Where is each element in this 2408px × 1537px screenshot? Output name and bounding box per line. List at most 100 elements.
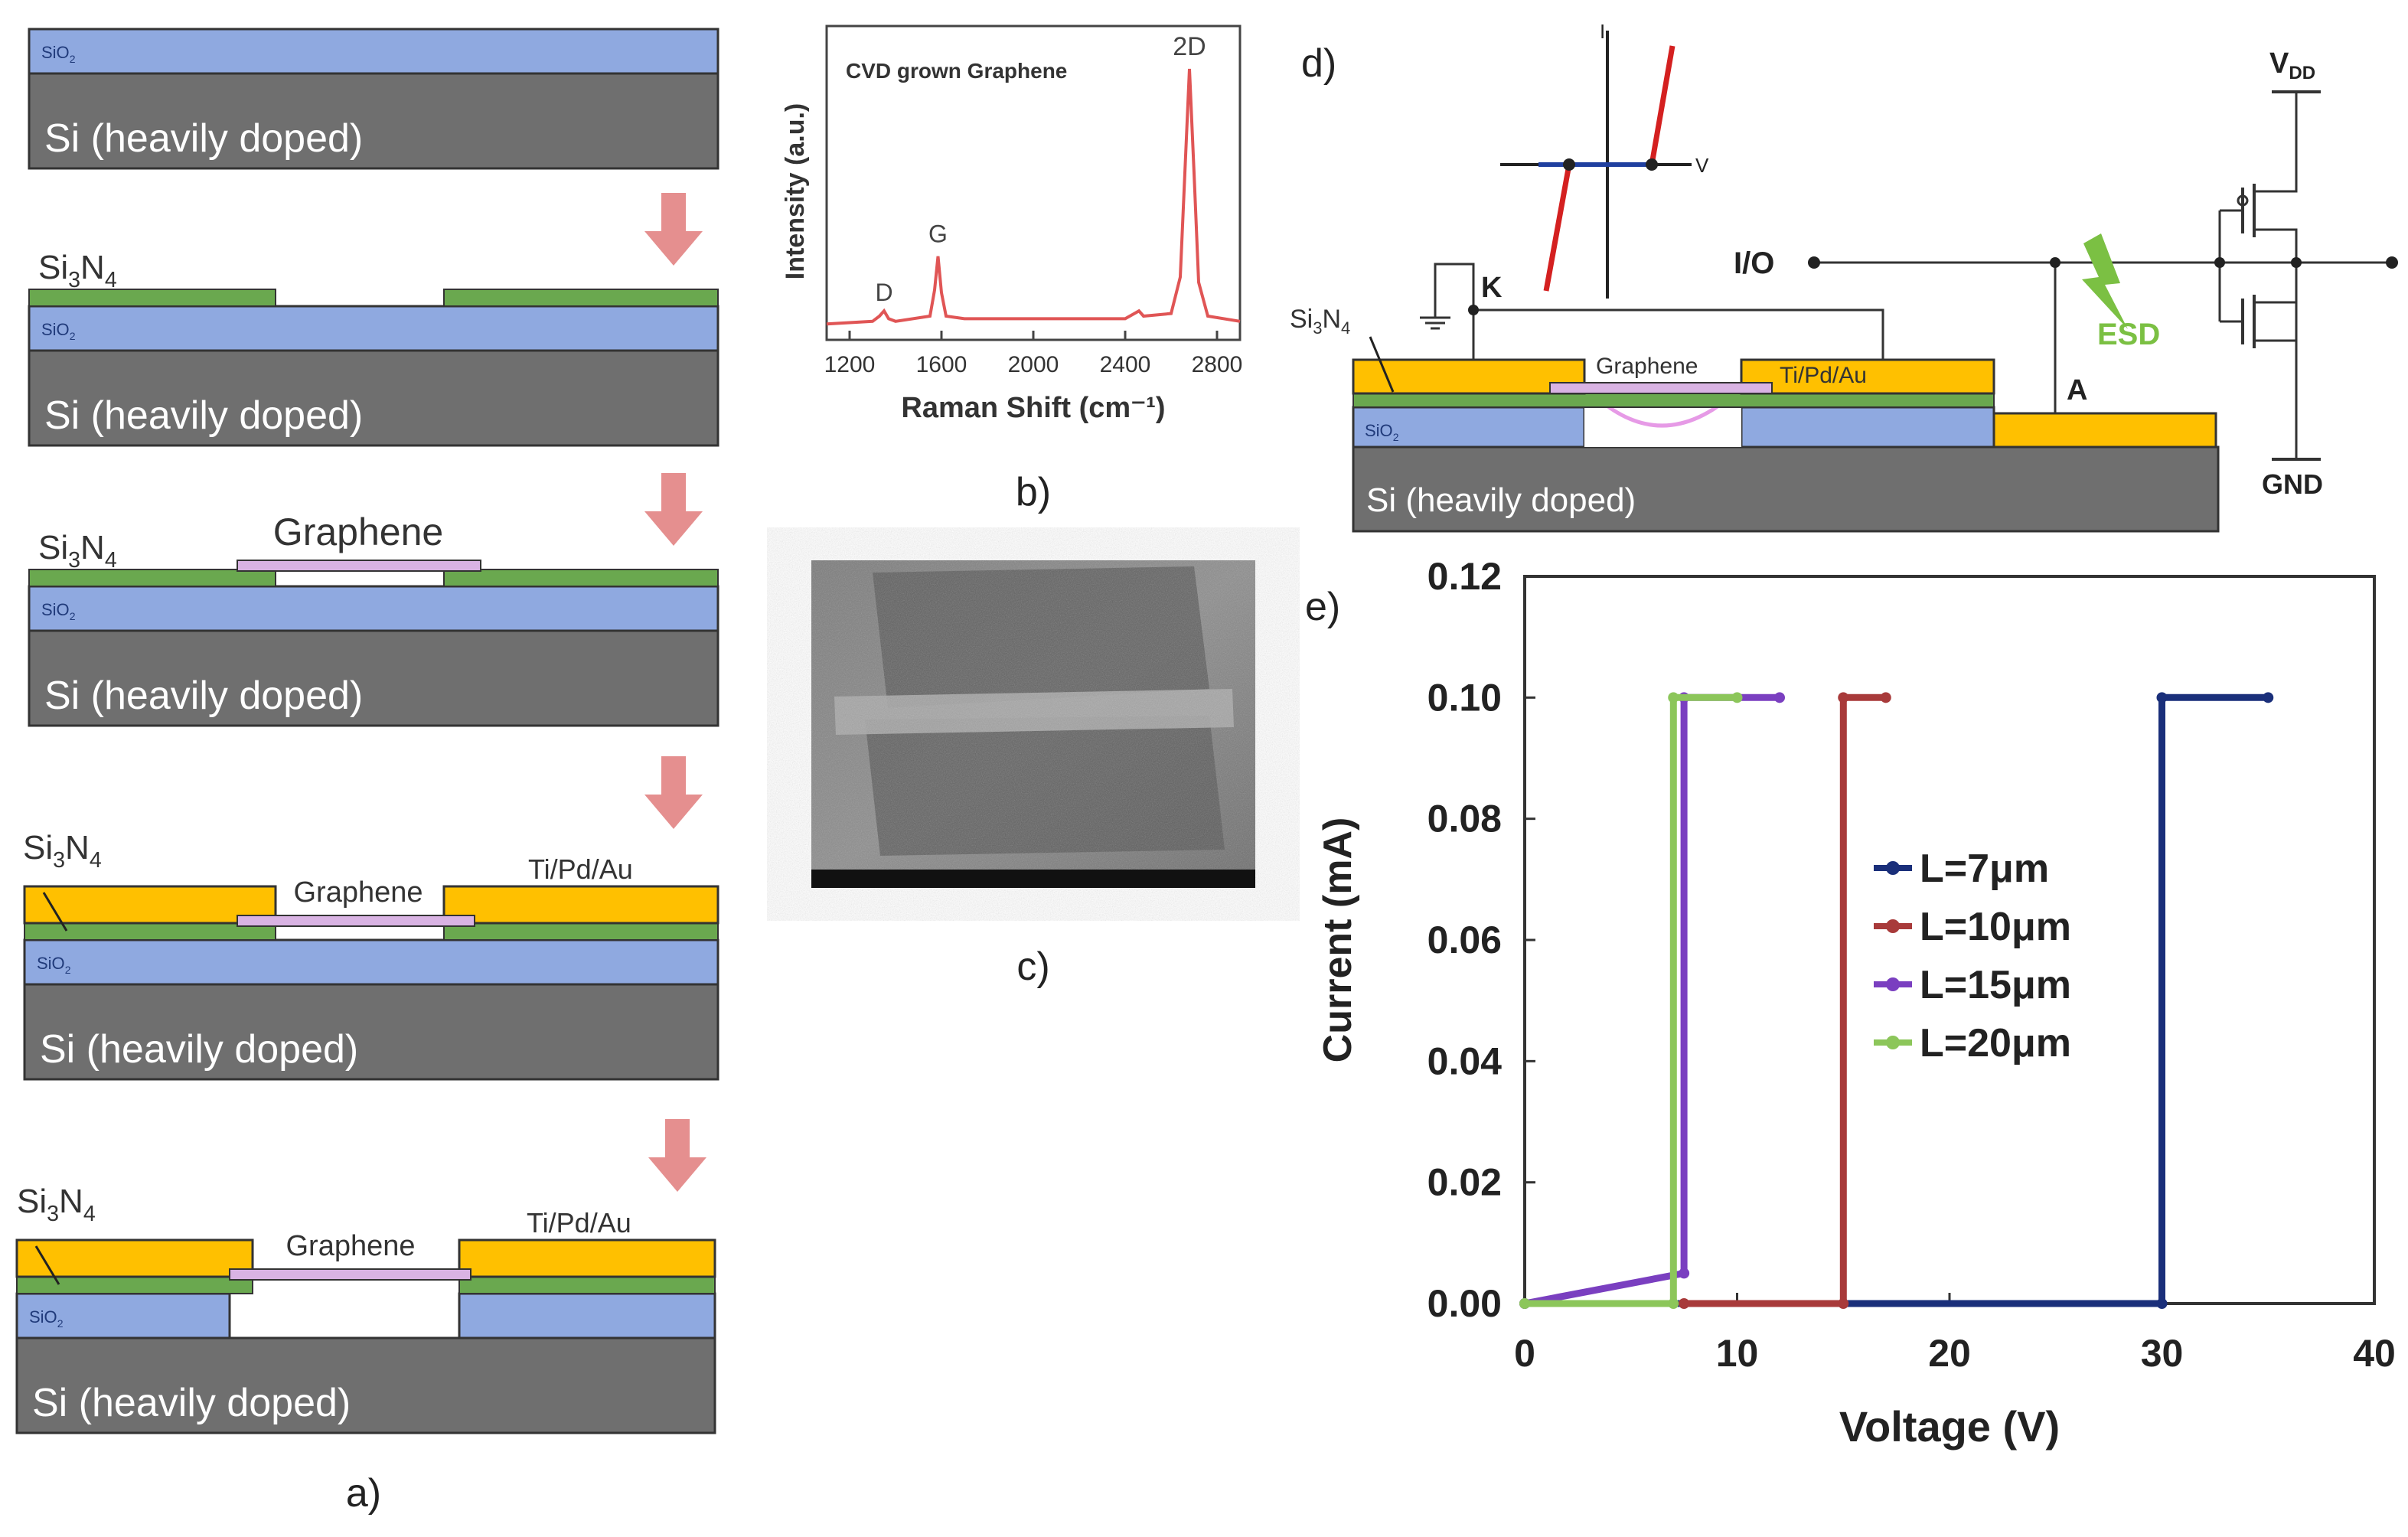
si3n4-label: Si3N4	[23, 829, 102, 873]
si3n4-pointer	[34, 1245, 60, 1285]
si3n4-label: Si3N4	[38, 249, 117, 292]
device-si-substrate	[1352, 445, 2220, 533]
nmos-source-wire	[2254, 339, 2298, 459]
si3n4-label: Si3N4	[17, 1183, 96, 1226]
si3n4-right	[443, 569, 719, 587]
device-sio2-right	[1740, 406, 1995, 449]
raman-x-axis-label: Raman Shift (cm⁻¹)	[901, 392, 1165, 424]
raman-x-tick-label: 1200	[824, 352, 876, 377]
iv-inset-i-label: I	[1600, 20, 1605, 43]
panel-c-sem-image: c)	[811, 560, 1255, 989]
process-arrow-icon	[644, 756, 703, 829]
si-label: Si (heavily doped)	[44, 116, 363, 161]
si-label: Si (heavily doped)	[44, 393, 363, 438]
pmos-source-wire	[2254, 92, 2298, 193]
raman-peak-2d-label: 2D	[1173, 32, 1206, 61]
iv-y-tick-label: 0.10	[1428, 676, 1502, 719]
sio2-label: SiO2	[41, 320, 76, 342]
si-substrate	[15, 1336, 716, 1434]
iv-inset-v-label: V	[1695, 154, 1709, 177]
esd-label: ESD	[2097, 318, 2160, 351]
a-label: A	[2067, 374, 2087, 406]
iv-series-line	[1525, 693, 2269, 1307]
metal-right	[442, 885, 719, 925]
panel-c-label: c)	[1016, 945, 1049, 989]
iv-series-line	[1684, 693, 1886, 1307]
sem-texture	[811, 560, 1255, 888]
iv-x-tick-label: 10	[1716, 1332, 1759, 1375]
si-label: Si (heavily doped)	[44, 674, 363, 718]
sio2-label: SiO2	[37, 954, 71, 976]
iv-x-axis-label: Voltage (V)	[1839, 1402, 2060, 1451]
si3n4-right	[443, 922, 719, 941]
raman-peak-d-label: D	[875, 279, 892, 306]
device-si-label: Si (heavily doped)	[1366, 481, 1636, 519]
iv-data-point	[1880, 692, 1891, 703]
iv-legend-marker	[1886, 977, 1900, 991]
panel-e-label: e)	[1305, 585, 1340, 629]
iv-data-point	[2263, 692, 2274, 703]
raman-x-tick-label: 2400	[1100, 352, 1151, 377]
sio2-layer	[28, 28, 719, 75]
sio2-label: SiO2	[41, 600, 76, 622]
iv-inset-positive-branch	[1649, 45, 1675, 165]
si-substrate	[28, 629, 719, 727]
raman-series-line	[826, 68, 1241, 326]
raman-x-tick-label: 1600	[916, 352, 967, 377]
iv-data-point	[1668, 692, 1679, 703]
sio2-layer	[28, 305, 719, 352]
panel-b-label: b)	[1016, 470, 1051, 514]
si-label: Si (heavily doped)	[40, 1027, 358, 1072]
process-arrow-icon	[644, 193, 703, 266]
iv-y-tick-label: 0.02	[1428, 1161, 1502, 1204]
si3n4-right	[458, 1276, 716, 1294]
iv-x-tick-label: 30	[2141, 1332, 2184, 1375]
process-arrow-icon	[644, 473, 703, 546]
panel-d-label: d)	[1301, 41, 1336, 86]
sio2-right	[458, 1292, 716, 1340]
device-si3n4-pointer	[1369, 336, 1395, 393]
iv-y-axis-label: Current (mA)	[1316, 817, 1360, 1063]
raman-annotation: CVD grown Graphene	[846, 59, 1067, 83]
device-si3n4-label: Si3N4	[1290, 305, 1350, 338]
iv-inset-node-right	[1646, 158, 1658, 171]
raman-peak-g-label: G	[928, 220, 948, 248]
iv-x-tick-label: 20	[1928, 1332, 1971, 1375]
iv-legend-label: L=10μm	[1920, 905, 2071, 949]
si-substrate	[28, 349, 719, 447]
graphene-label: Graphene	[273, 511, 443, 553]
panel-a-label: a)	[346, 1471, 381, 1516]
output-terminal	[2386, 256, 2398, 269]
si-substrate	[23, 983, 719, 1081]
si3n4-pointer	[42, 892, 68, 932]
iv-x-tick-label: 40	[2353, 1332, 2396, 1375]
sio2-layer	[23, 938, 719, 986]
sio2-label: SiO2	[41, 43, 76, 65]
graphene-sheet	[237, 560, 481, 572]
iv-data-point	[1838, 692, 1849, 703]
iv-x-tick-label: 0	[1514, 1332, 1535, 1375]
iv-series-group	[1519, 692, 2274, 1309]
device-sio2-label: SiO2	[1365, 421, 1399, 443]
iv-data-point	[1731, 692, 1743, 703]
iv-legend-label: L=20μm	[1920, 1021, 2071, 1065]
iv-y-tick-label: 0.04	[1428, 1039, 1503, 1082]
si-label: Si (heavily doped)	[32, 1381, 351, 1425]
pmos-bubble	[2237, 194, 2249, 207]
iv-data-point	[2156, 692, 2168, 703]
iv-legend-label: L=15μm	[1920, 963, 2071, 1007]
iv-series-line	[1525, 693, 1737, 1307]
iv-y-tick-label: 0.08	[1428, 798, 1502, 840]
device-anode-pad	[1992, 412, 2217, 449]
device-si3n4-layer	[1352, 393, 1995, 408]
si3n4-left	[16, 1276, 253, 1294]
iv-legend-marker	[1886, 919, 1900, 933]
process-arrow-icon	[648, 1119, 706, 1192]
si3n4-label: Si3N4	[38, 529, 117, 573]
iv-y-tick-label: 0.06	[1428, 919, 1502, 961]
